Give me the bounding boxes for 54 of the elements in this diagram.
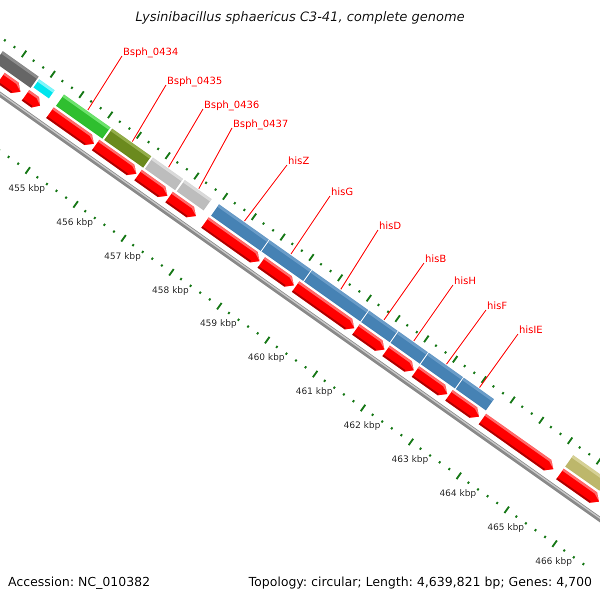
position-label: 466 kbp xyxy=(535,556,572,567)
gene-label: hisG xyxy=(331,187,354,198)
coding-region-block xyxy=(46,107,94,146)
gene-label: Bsph_0434 xyxy=(123,47,178,58)
gene-label: hisD xyxy=(379,221,402,232)
position-label: 465 kbp xyxy=(487,523,524,534)
gene-label: hisZ xyxy=(288,156,310,167)
gene-label: hisB xyxy=(425,254,446,265)
gene-label: Bsph_0436 xyxy=(204,100,260,111)
leader-line xyxy=(340,230,378,290)
accession-text: Accession: NC_010382 xyxy=(8,574,150,589)
position-label: 462 kbp xyxy=(344,421,380,432)
coding-region-block xyxy=(165,192,196,218)
coding-region-block xyxy=(412,366,448,396)
leader-line xyxy=(87,56,122,111)
coding-region-block xyxy=(292,281,354,330)
gene-label: Bsph_0437 xyxy=(233,119,288,130)
coding-region-block xyxy=(201,217,260,262)
leader-line xyxy=(413,284,454,342)
position-label: 459 kbp xyxy=(200,319,237,330)
leader-line xyxy=(446,310,486,365)
position-label: 458 kbp xyxy=(152,286,189,296)
position-label: 463 kbp xyxy=(392,455,428,466)
genome-info-text: Topology: circular; Length: 4,639,821 bp; Genes: 4,700 xyxy=(248,574,592,589)
leader-line xyxy=(168,108,204,168)
position-label: 464 kbp xyxy=(439,489,476,500)
coding-region-block xyxy=(382,346,414,372)
leader-line xyxy=(384,262,424,320)
coding-region-block xyxy=(0,72,20,94)
coding-region-block xyxy=(258,257,294,287)
position-label: 461 kbp xyxy=(296,387,332,398)
coding-region-block xyxy=(556,468,600,503)
position-label: 455 kbp xyxy=(8,184,46,194)
gene-label: hisF xyxy=(487,301,508,312)
leader-line xyxy=(198,128,232,190)
coding-region-block xyxy=(92,140,136,176)
leader-line xyxy=(290,196,330,254)
position-label: 457 kbp xyxy=(104,252,141,262)
position-label: 460 kbp xyxy=(248,353,285,364)
leader-line xyxy=(479,334,518,388)
coding-region-block xyxy=(134,170,168,198)
coding-region-block xyxy=(445,390,480,418)
title: Lysinibacillus sphaericus C3-41, complete genome xyxy=(134,10,466,25)
coding-region-block xyxy=(478,414,554,470)
gene-label: hisIE xyxy=(519,325,543,336)
gene-label: Bsph_0435 xyxy=(167,76,222,87)
coding-region-block xyxy=(22,90,40,108)
leader-line xyxy=(244,164,288,222)
coding-region-block xyxy=(352,324,384,351)
gene-bar xyxy=(33,79,55,98)
leader-line xyxy=(132,84,166,142)
gene-bar xyxy=(565,455,600,491)
gene-label: hisH xyxy=(454,276,476,287)
position-label: 456 kbp xyxy=(56,218,93,228)
